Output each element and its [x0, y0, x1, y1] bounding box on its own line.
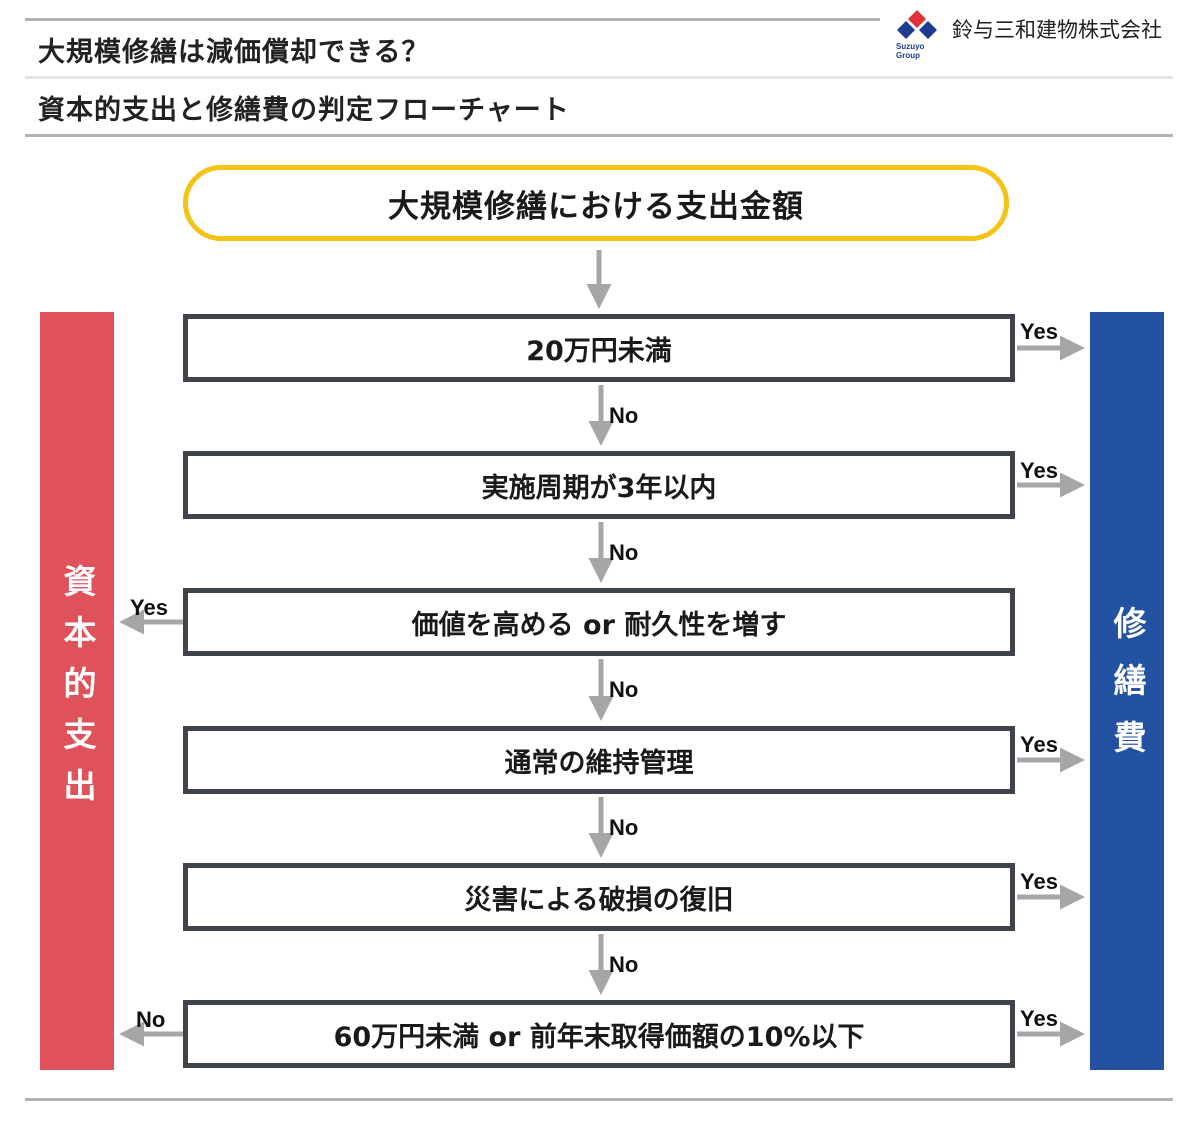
repair-expense-label: 修繕費 [1108, 605, 1147, 777]
capital-expenditure-label: 資本的支出 [58, 563, 97, 819]
no-label-1: No [609, 403, 639, 428]
yes-label-6: Yes [1020, 1006, 1058, 1031]
step-under-600k-or-10pct: 60万円未満 or 前年末取得価額の10%以下 [183, 1000, 1015, 1068]
page-subtitle: 資本的支出と修繕費の判定フローチャート [38, 95, 570, 126]
yes-label-1: Yes [1020, 319, 1058, 344]
footer-rule [25, 1098, 1173, 1101]
header-rule-bottom [25, 134, 1173, 137]
yes-label-2: Yes [1020, 458, 1058, 483]
step-disaster-restoration: 災害による破損の復旧 [183, 863, 1015, 931]
step-increase-value: 価値を高める or 耐久性を増す [183, 588, 1015, 656]
logo-text: Suzuyo Group [896, 42, 925, 60]
no-label-5: No [609, 952, 639, 977]
repair-expense-bar: 修繕費 [1090, 312, 1164, 1070]
capital-expenditure-bar: 資本的支出 [40, 312, 114, 1070]
flow-start-node: 大規模修繕における支出金額 [183, 165, 1009, 241]
page-title: 大規模修繕は減価償却できる？ [38, 37, 430, 68]
header-rule-top [25, 18, 880, 21]
no-label-4: No [609, 815, 639, 840]
yes-label-left: Yes [130, 595, 168, 620]
no-label-3: No [609, 677, 639, 702]
no-label-2: No [609, 540, 639, 565]
no-label-left: No [136, 1007, 166, 1032]
step-under-200k: 20万円未満 [183, 314, 1015, 382]
yes-label-5: Yes [1020, 869, 1058, 894]
step-cycle-3-years: 実施周期が3年以内 [183, 451, 1015, 519]
company-logo-icon [897, 10, 937, 39]
step-regular-maintenance: 通常の維持管理 [183, 726, 1015, 794]
yes-label-4: Yes [1020, 732, 1058, 757]
company-name: 鈴与三和建物株式会社 [952, 18, 1162, 42]
header-rule-middle [25, 76, 1173, 79]
